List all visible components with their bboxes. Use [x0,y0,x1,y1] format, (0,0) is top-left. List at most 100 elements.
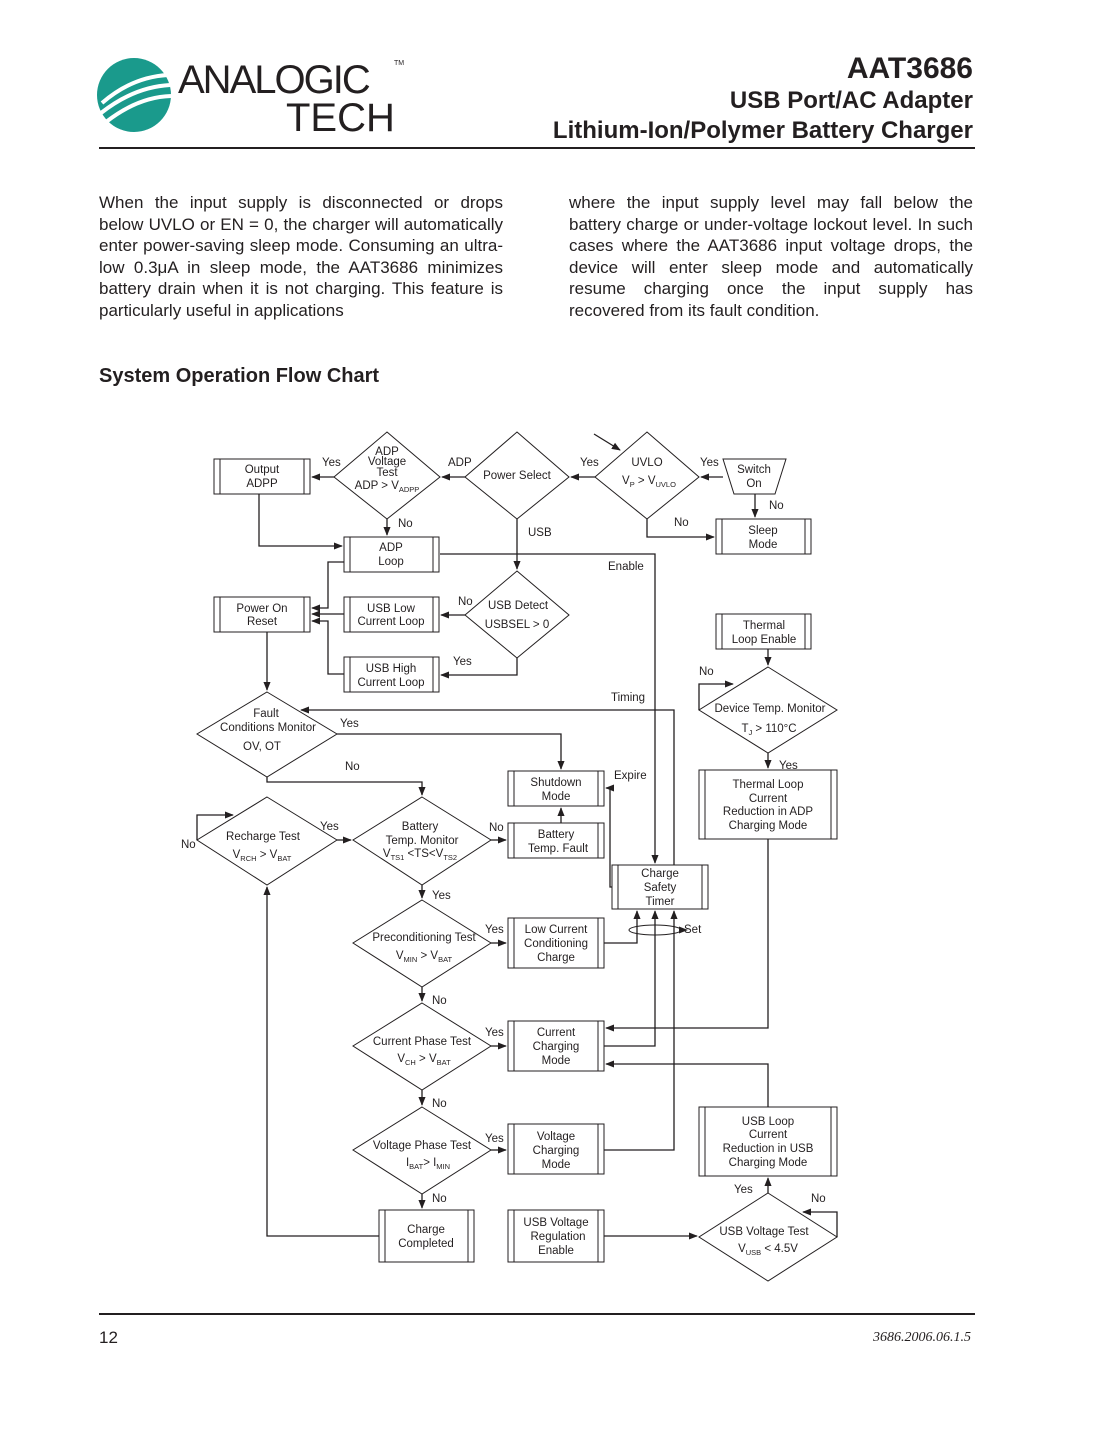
adp-loop-l1: ADP [379,542,403,554]
box-voltage-charging [507,1123,605,1175]
adp-test-cond: ADP > VADPP [355,480,420,494]
min-cond: VMIN > VBAT [396,950,453,964]
lbl-no-current-phase: No [432,1098,447,1110]
lbl-yes-adp-output: Yes [322,457,341,469]
box-charge-safety-timer [611,864,709,910]
usb-red-l1: USB Loop [742,1116,794,1128]
adp-test-l1: ADP [375,446,399,458]
lbl-yes-recharge: Yes [320,821,339,833]
box-usb-loop-reduction [698,1106,838,1177]
box-charge-completed [378,1209,475,1263]
logo-tm: TM [394,60,404,67]
lbl-yes-usb-voltage: Yes [734,1184,753,1196]
lbl-set: Set [684,924,702,936]
shutdown-l2: Mode [542,791,571,803]
lbl-yes-batt-temp: Yes [432,890,451,902]
usb-high-l1: USB High [366,663,417,675]
usb-red-l2: Current [749,1129,788,1141]
diamond-usb-detect [464,570,570,659]
batt-temp-l1: Battery [402,821,439,833]
batt-temp-l2: Temp. Monitor [386,835,459,847]
lbl-no-batt-temp: No [489,822,504,834]
lbl-yes-voltage-phase: Yes [485,1133,504,1145]
footer-rule [99,1313,975,1315]
power-on-reset-l2: Reset [247,616,278,628]
voltage-phase-label: Voltage Phase Test [373,1140,472,1152]
timer-l1: Charge [641,868,679,880]
switch-on-l1: Switch [737,464,771,476]
part-number: AAT3686 [846,52,973,85]
box-battery-temp-fault [507,822,605,859]
adp-test-l3: Test [376,467,398,479]
lbl-yes-switch: Yes [700,457,719,469]
fault-l2: Conditions Monitor [220,722,316,734]
output-adpp-l1: Output [245,464,280,476]
usb-red-l3: Reduction in USB [723,1143,814,1155]
usb-red-l4: Charging Mode [729,1157,808,1169]
lbl-no-fault: No [345,761,360,773]
header-title-block: AAT3686 USB Port/AC Adapter Lithium-Ion/… [553,52,973,146]
usb-reg-l1: USB Voltage [523,1217,588,1229]
lbl-yes-usb-detect: Yes [453,656,472,668]
title-line-1: USB Port/AC Adapter [729,87,973,114]
ts-cond: VTS1 <TS<VTS2 [383,848,457,862]
volt-chg-l2: Charging [533,1145,580,1157]
box-output-adpp [213,458,311,495]
lbl-no-usb-detect: No [458,596,473,608]
body-column-right: where the input supply level may fall be… [569,193,973,320]
uvlo-label: UVLO [631,457,662,469]
power-select-label: Power Select [483,470,552,482]
fault-l3: OV, OT [243,741,281,753]
usb-reg-l3: Enable [538,1245,574,1257]
power-on-reset-l1: Power On [236,603,287,615]
box-usb-high [343,656,440,693]
box-usb-low [343,596,440,633]
low-cur-l2: Conditioning [524,938,588,950]
thermal-red-l2: Current [749,793,788,805]
logo-text-top: ANALOGIC [178,58,370,102]
company-logo: ANALOGIC TECH TM [96,55,416,140]
usbsel-label: USBSEL > 0 [485,619,549,631]
current-phase-label: Current Phase Test [373,1036,472,1048]
box-shutdown-mode [507,770,605,807]
adp-test-l2: Voltage [368,456,406,468]
thermal-red-l1: Thermal Loop [733,779,804,791]
box-usb-voltage-reg [507,1209,605,1263]
shape-switch-on [722,458,787,495]
usb-high-l2: Current Loop [357,677,424,689]
cur-chg-l2: Charging [533,1041,580,1053]
low-cur-l1: Low Current [525,924,588,936]
lbl-no-device-temp: No [699,666,714,678]
body-column-left: When the input supply is disconnected or… [99,193,503,320]
sleep-mode-l1: Sleep [748,525,777,537]
usb-detect-label: USB Detect [488,600,549,612]
batt-fault-l1: Battery [538,829,575,841]
output-adpp-l2: ADPP [246,478,278,490]
box-low-current-cond [507,917,605,969]
adp-loop-l2: Loop [378,556,404,568]
page-number: 12 [99,1328,118,1347]
tj-cond: TJ > 110°C [741,723,796,737]
rch-cond: VRCH > VBAT [233,849,292,863]
uvlo-cond: VP > VUVLO [622,475,676,489]
charge-completed-l2: Completed [398,1238,454,1250]
volt-chg-l3: Mode [542,1159,571,1171]
thermal-red-l4: Charging Mode [729,820,808,832]
usb-low-l2: Current Loop [357,616,424,628]
timer-l3: Timer [646,896,675,908]
vusb-cond: VUSB < 4.5V [738,1243,798,1257]
lbl-yes-current-phase: Yes [485,1027,504,1039]
lbl-no-adp: No [398,518,413,530]
recharge-test-label: Recharge Test [226,831,301,843]
lbl-adp: ADP [448,457,472,469]
volt-chg-l1: Voltage [537,1131,575,1143]
low-cur-l3: Charge [537,952,575,964]
box-sleep-mode [715,518,812,555]
lbl-expire: Expire [614,770,647,782]
cur-chg-l1: Current [537,1027,576,1039]
lbl-no-voltage-phase: No [432,1193,447,1205]
usb-voltage-test-label: USB Voltage Test [719,1226,809,1238]
lbl-yes-precond: Yes [485,924,504,936]
lbl-no-switch: No [769,500,784,512]
logo-text-bottom: TECH [286,96,395,135]
